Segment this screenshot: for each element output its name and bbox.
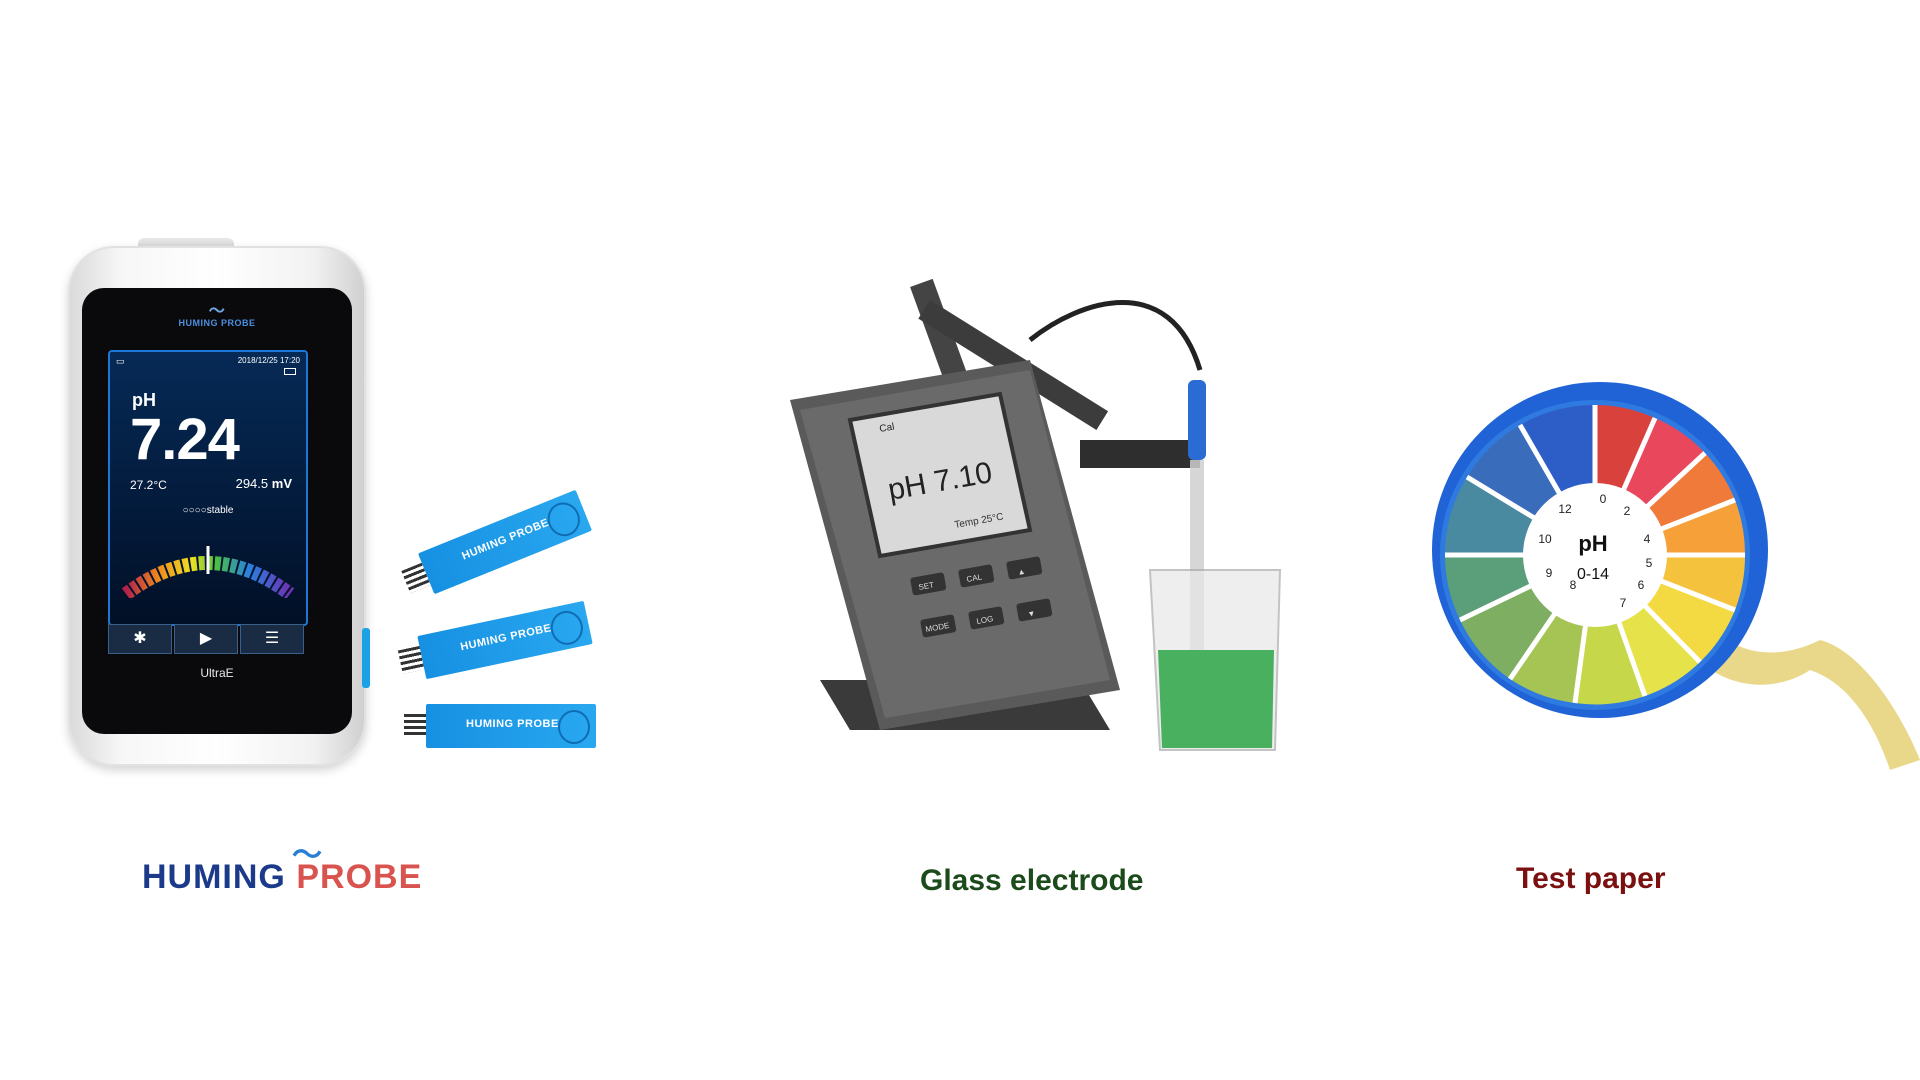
mode-key — [920, 614, 957, 638]
strip-label: HUMING PROBE — [466, 718, 559, 730]
ph-test-paper-roll: 0 2 4 5 6 7 8 9 10 12 pH 0-14 — [1432, 382, 1920, 770]
humingprobe-logo: 〜 HUMING PROBE — [142, 839, 423, 897]
log-key-label: LOG — [976, 614, 994, 626]
wheel-number: 7 — [1620, 596, 1627, 610]
device-model: UltraE — [200, 666, 234, 680]
play-button[interactable]: ▶ — [174, 624, 238, 654]
center-label-disc — [1523, 483, 1667, 627]
benchtop-ph-meter: Cal pH 7.10 Temp 25°C SET CAL ▲ MODE LOG… — [790, 278, 1282, 751]
wheel-number: 8 — [1570, 578, 1577, 592]
wheel-number: 6 — [1638, 578, 1645, 592]
hummingbird-icon: 〜 — [292, 839, 323, 872]
electrode-holder — [1080, 440, 1200, 468]
device-button-bar: ✱ ▶ ☰ — [108, 624, 308, 654]
device-face: 〜 HUMING PROBE ▭ 2018/12/25 17:20 pH 7.2… — [82, 288, 352, 734]
test-strip: HUMING PROBE — [401, 489, 593, 595]
logo-text-probe: PROBE — [296, 858, 423, 896]
electrode-cable — [1028, 300, 1203, 371]
beaker-solution — [1158, 650, 1274, 748]
set-key — [910, 572, 947, 596]
handheld-ph-meter: 〜 HUMING PROBE ▭ 2018/12/25 17:20 pH 7.2… — [68, 238, 370, 768]
set-key-label: SET — [918, 580, 935, 592]
logo-text-huming: HUMING — [142, 858, 286, 896]
paper-ph-label: pH — [1578, 531, 1607, 556]
device-screen: ▭ 2018/12/25 17:20 pH 7.24 27.2°C 294.5 … — [108, 350, 308, 626]
gear-icon: ✱ — [133, 630, 147, 647]
meter-cal-indicator: Cal — [879, 422, 896, 435]
test-strip: HUMING PROBE — [404, 704, 596, 748]
strip-label: HUMING PROBE — [460, 516, 551, 563]
down-key — [1016, 598, 1053, 622]
strip-sensor — [542, 497, 585, 542]
mv-reading: 294.5 mV — [236, 476, 292, 491]
cal-key — [958, 564, 995, 588]
stability-dots-icon: ○○○○ — [182, 505, 207, 516]
stability-text: stable — [206, 505, 234, 516]
mode-key-label: MODE — [925, 621, 950, 634]
ph-gauge — [121, 546, 295, 598]
test-paper-caption: Test paper — [1516, 862, 1666, 895]
strip-label: HUMING PROBE — [459, 622, 553, 654]
ph-reading: 7.24 — [130, 407, 240, 472]
battery-icon — [284, 368, 296, 375]
down-arrow-icon: ▼ — [1027, 609, 1036, 619]
list-icon: ☰ — [264, 630, 280, 647]
strip-sensor — [547, 607, 587, 648]
sd-card-icon: ▭ — [116, 356, 125, 366]
list-button[interactable]: ☰ — [240, 624, 304, 654]
param-label: pH — [132, 390, 156, 410]
screen-status-bar: ▭ 2018/12/25 17:20 — [110, 352, 306, 375]
device-side-button — [362, 628, 370, 688]
mv-unit: mV — [271, 476, 292, 491]
wheel-number: 5 — [1646, 556, 1653, 570]
settings-button[interactable]: ✱ — [108, 624, 172, 654]
meter-display — [847, 391, 1033, 559]
wheel-number: 9 — [1546, 566, 1553, 580]
mv-value: 294.5 — [235, 476, 269, 491]
temperature-reading: 27.2°C — [130, 478, 167, 492]
hummingbird-icon: 〜 — [208, 303, 226, 320]
device-brand-text: HUMING PROBE — [178, 318, 256, 328]
wheel-number: 12 — [1558, 502, 1572, 516]
device-brand-logo: 〜 HUMING PROBE — [82, 303, 352, 329]
paper-range-label: 0-14 — [1577, 566, 1609, 583]
strip-contacts — [404, 714, 426, 738]
log-key — [968, 606, 1005, 630]
strip-contacts — [397, 645, 425, 674]
electrode-head — [1188, 380, 1206, 460]
up-arrow-icon: ▲ — [1017, 567, 1026, 577]
wheel-number: 0 — [1600, 492, 1607, 506]
glass-electrode-caption: Glass electrode — [920, 864, 1144, 897]
stability-indicator: ○○○○stable — [110, 505, 306, 516]
strip-sensor — [558, 710, 590, 744]
play-icon: ▶ — [199, 630, 213, 647]
wheel-number: 2 — [1624, 504, 1631, 518]
wheel-number: 10 — [1538, 532, 1552, 546]
cal-key-label: CAL — [966, 572, 983, 584]
wheel-number: 4 — [1644, 532, 1651, 546]
test-strip: HUMING PROBE — [397, 600, 593, 680]
color-wheel: 0 2 4 5 6 7 8 9 10 12 pH 0-14 — [1445, 404, 1746, 705]
strip-contacts — [401, 562, 431, 594]
up-key — [1006, 556, 1043, 580]
screen-datetime: 2018/12/25 17:20 — [237, 356, 300, 365]
